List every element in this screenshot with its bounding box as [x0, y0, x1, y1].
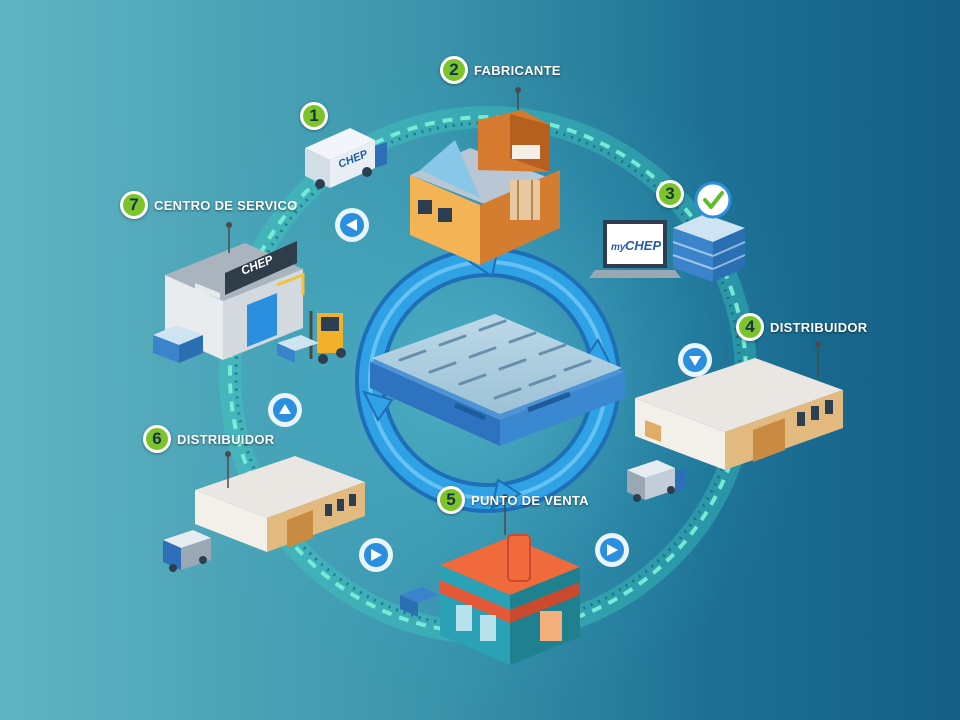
step-number-badge: 4 — [736, 313, 764, 341]
arrow-node — [268, 393, 302, 427]
direction-arrow-nodes — [268, 208, 712, 572]
step-number-badge: 7 — [120, 191, 148, 219]
laptop-pallets-icon: my CHEP — [589, 181, 746, 282]
step-2: 2 FABRICANTE — [440, 56, 561, 84]
step-label: CENTRO DE SERVICO — [154, 197, 298, 213]
truck-icon — [627, 460, 685, 502]
step-number-badge: 5 — [437, 486, 465, 514]
step-number-badge: 2 — [440, 56, 468, 84]
forklift-icon — [277, 311, 346, 364]
arrow-node — [335, 208, 369, 242]
pallet-stack — [153, 325, 203, 363]
arrow-node — [595, 533, 629, 567]
step-7: 7 CENTRO DE SERVICO — [120, 191, 298, 219]
step-label: DISTRIBUIDOR — [177, 431, 275, 447]
distributor-warehouse-icon — [627, 341, 843, 502]
pallet-stack — [672, 214, 746, 282]
step-label: FABRICANTE — [474, 62, 561, 78]
service-center-icon: CHEP — [153, 222, 346, 364]
arrow-node — [678, 343, 712, 377]
store-icon — [400, 494, 580, 665]
mychep-logo: CHEP — [625, 238, 661, 253]
mychep-logo-prefix: my — [611, 242, 626, 253]
step-number-badge: 6 — [143, 425, 171, 453]
truck-icon — [163, 530, 211, 572]
step-3: 3 — [656, 180, 690, 208]
step-number-badge: 1 — [300, 102, 328, 130]
step-6: 6 DISTRIBUIDOR — [143, 425, 275, 453]
factory-icon — [410, 87, 560, 265]
distributor-warehouse-icon — [163, 451, 365, 572]
step-4: 4 DISTRIBUIDOR — [736, 313, 868, 341]
step-label: PUNTO DE VENTA — [471, 492, 589, 508]
pallet-illustration — [370, 314, 625, 446]
step-5: 5 PUNTO DE VENTA — [437, 486, 589, 514]
step-number-badge: 3 — [656, 180, 684, 208]
delivery-truck-icon: CHEP — [305, 128, 387, 189]
arrow-node — [359, 538, 393, 572]
checkmark-icon — [694, 181, 732, 219]
step-1: 1 — [300, 102, 334, 130]
step-label: DISTRIBUIDOR — [770, 319, 868, 335]
